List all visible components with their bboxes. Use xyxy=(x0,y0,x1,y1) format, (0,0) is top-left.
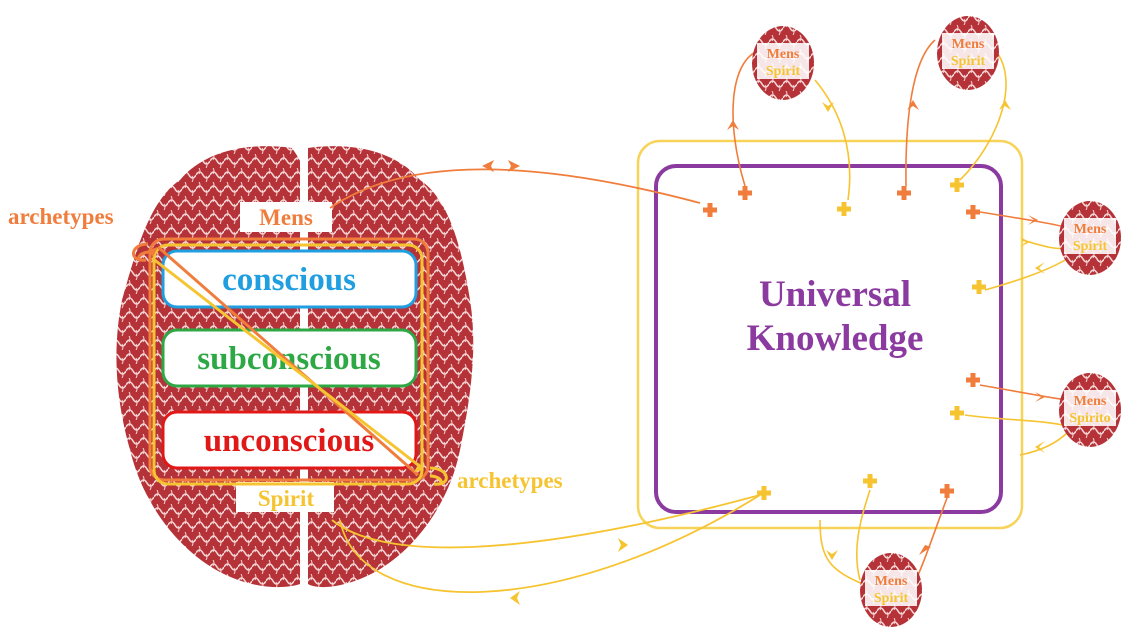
plus-icon xyxy=(863,474,877,488)
knowledge-outer-frame xyxy=(636,139,1024,530)
small-mind-mens: Mens xyxy=(767,47,800,62)
plus-icon xyxy=(738,186,752,200)
small-mind-5: Mens Spirit xyxy=(860,553,922,627)
conscious-label: conscious xyxy=(222,262,356,298)
small-mind-1: Mens Spirit xyxy=(752,26,814,100)
brain-spirit-label: Spirit xyxy=(258,486,315,511)
plus-icon xyxy=(950,406,964,420)
small-mind-3: Mens Spirit xyxy=(1059,201,1121,275)
brain-mens-label: Mens xyxy=(259,205,313,230)
knowledge-box xyxy=(654,164,1003,514)
knowledge-title-line2: Knowledge xyxy=(747,318,924,359)
subconscious-box xyxy=(161,328,418,388)
small-mind-2: Mens Spirit xyxy=(937,16,999,90)
spirit-diagonal xyxy=(151,256,423,470)
archetypes-bottom-loop xyxy=(429,466,448,486)
plus-icon xyxy=(940,484,954,498)
knowledge-title-line1: Universal xyxy=(759,274,911,315)
archetypes-top-loop xyxy=(132,242,151,262)
spirit-link-curve xyxy=(331,494,761,549)
mens-frame xyxy=(148,237,430,482)
plus-icon xyxy=(897,186,911,200)
plus-markers xyxy=(703,178,986,500)
small-mind-mens: Mens xyxy=(875,574,908,589)
subconscious-label: subconscious xyxy=(197,341,381,377)
small-mind-spirit: Spirito xyxy=(1069,411,1110,426)
spirit-frame xyxy=(152,243,424,486)
unconscious-label: unconscious xyxy=(204,423,375,459)
archetypes-label-bottom: archetypes xyxy=(457,468,563,493)
mens-diagonal xyxy=(157,245,419,477)
small-mind-4: Mens Spirito xyxy=(1059,373,1121,447)
archetypes-label-top: archetypes xyxy=(8,204,114,229)
mens-link-curve xyxy=(329,168,701,209)
conscious-box xyxy=(161,249,418,309)
small-mind-spirit: Spirit xyxy=(874,591,909,606)
plus-icon xyxy=(966,373,980,387)
plus-icon xyxy=(757,486,771,500)
plus-icon xyxy=(950,178,964,192)
small-mind-mens: Mens xyxy=(952,37,985,52)
plus-icon xyxy=(972,280,986,294)
plus-icon xyxy=(966,205,980,219)
small-mind-mens: Mens xyxy=(1074,222,1107,237)
small-mind-spirit: Spirit xyxy=(1073,239,1108,254)
small-mind-spirit: Spirit xyxy=(766,64,801,79)
small-mind-mens: Mens xyxy=(1074,394,1107,409)
plus-icon xyxy=(703,203,717,217)
small-mind-spirit: Spirit xyxy=(951,54,986,69)
unconscious-box xyxy=(161,410,418,470)
plus-icon xyxy=(837,202,851,216)
